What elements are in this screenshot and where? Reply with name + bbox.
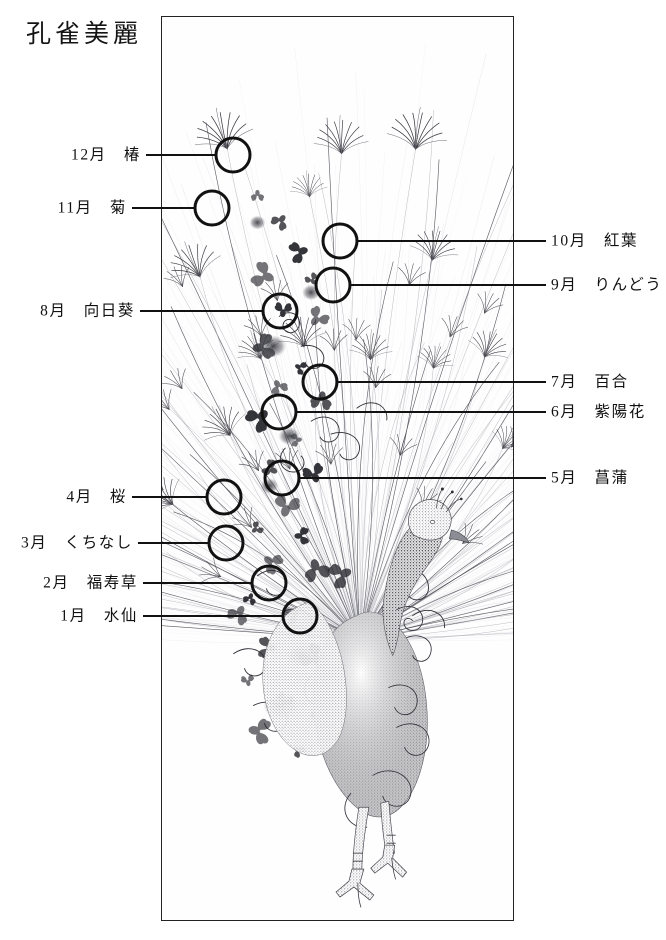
callout-label-right-3: 7月 百合 xyxy=(551,373,629,391)
callout-label-right-1: 10月 紅葉 xyxy=(551,232,639,250)
callout-label-right-4: 6月 紫陽花 xyxy=(551,403,646,421)
callout-label-left-6: 2月 福寿草 xyxy=(43,574,138,592)
peacock-illustration xyxy=(162,17,513,920)
callout-label-left-2: 11月 菊 xyxy=(57,199,127,217)
callout-label-left-5: 3月 くちなし xyxy=(21,534,133,552)
callout-label-left-7: 1月 水仙 xyxy=(60,607,138,625)
callout-label-left-4: 4月 桜 xyxy=(66,488,127,506)
page-title: 孔雀美麗 xyxy=(26,21,143,48)
callout-label-left-1: 12月 椿 xyxy=(70,146,141,164)
callout-label-left-3: 8月 向日葵 xyxy=(40,302,135,320)
callout-label-right-5: 5月 菖蒲 xyxy=(551,469,629,487)
callout-label-right-2: 9月 りんどう xyxy=(551,276,663,294)
artwork-frame xyxy=(161,16,514,921)
peacock-body xyxy=(262,487,470,908)
